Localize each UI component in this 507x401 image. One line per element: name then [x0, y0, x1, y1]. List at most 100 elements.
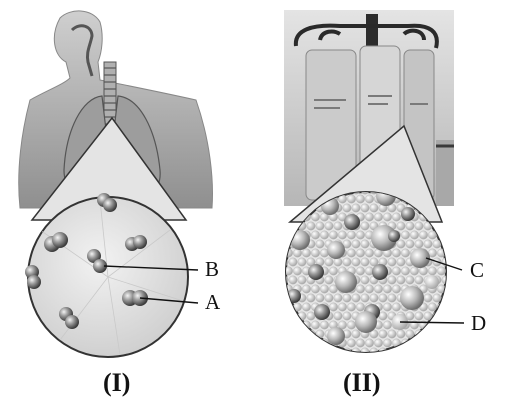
solvent-particle [370, 204, 378, 212]
solvent-particle [415, 240, 423, 248]
solvent-particle [401, 267, 409, 275]
solvent-particle [307, 312, 315, 320]
solute-particle [327, 327, 345, 345]
solvent-particle [356, 195, 364, 203]
solvent-particle [392, 249, 400, 257]
solvent-particle [352, 258, 360, 266]
solvent-particle [293, 339, 301, 347]
solvent-particle [329, 231, 337, 239]
solvent-particle [298, 276, 306, 284]
solvent-particle [361, 294, 369, 302]
solvent-particle [280, 276, 288, 284]
solvent-particle [298, 348, 306, 356]
solvent-particle [428, 339, 436, 347]
solvent-particle [442, 330, 450, 338]
solvent-particle [356, 231, 364, 239]
solvent-particle [374, 213, 382, 221]
solvent-particle [284, 303, 292, 311]
solute-particle [355, 311, 377, 333]
solvent-particle [388, 294, 396, 302]
solvent-particle [325, 276, 333, 284]
solute-particle [400, 286, 424, 310]
solvent-particle [343, 258, 351, 266]
solvent-particle [293, 249, 301, 257]
solvent-particle [316, 222, 324, 230]
solvent-particle [401, 249, 409, 257]
solvent-particle [397, 330, 405, 338]
solvent-particle [365, 195, 373, 203]
molecule [52, 232, 68, 248]
solvent-particle [356, 303, 364, 311]
solvent-particle [320, 231, 328, 239]
solvent-particle [361, 204, 369, 212]
solvent-particle [316, 330, 324, 338]
solvent-particle [298, 258, 306, 266]
solvent-particle [280, 222, 288, 230]
solvent-particle [442, 222, 450, 230]
solvent-particle [284, 339, 292, 347]
solvent-particle [352, 240, 360, 248]
solvent-particle [424, 348, 432, 356]
solvent-particle [347, 195, 355, 203]
solvent-particle [410, 267, 418, 275]
solvent-particle [392, 267, 400, 275]
solvent-particle [289, 312, 297, 320]
solvent-particle [433, 330, 441, 338]
solvent-particle [365, 285, 373, 293]
solvent-particle [316, 294, 324, 302]
solvent-particle [437, 267, 445, 275]
solvent-particle [397, 222, 405, 230]
solvent-particle [284, 321, 292, 329]
solvent-particle [334, 312, 342, 320]
callout-label-c: C [470, 260, 484, 281]
callout-label-d: D [471, 313, 486, 334]
solvent-particle [320, 321, 328, 329]
solvent-particle [338, 303, 346, 311]
solvent-particle [406, 276, 414, 284]
solvent-particle [316, 240, 324, 248]
solvent-particle [365, 249, 373, 257]
solvent-particle [334, 222, 342, 230]
solvent-particle [347, 321, 355, 329]
solvent-particle [419, 339, 427, 347]
solvent-particle [428, 267, 436, 275]
solvent-particle [356, 339, 364, 347]
solvent-particle [307, 294, 315, 302]
solvent-particle [361, 222, 369, 230]
callout-label-b: B [205, 259, 219, 280]
solvent-particle [343, 204, 351, 212]
solvent-particle [325, 294, 333, 302]
solvent-particle [302, 339, 310, 347]
solvent-particle [325, 348, 333, 356]
solvent-particle [298, 330, 306, 338]
solvent-particle [397, 276, 405, 284]
solvent-particle [343, 294, 351, 302]
solute-particle [425, 275, 439, 289]
solvent-particle [383, 303, 391, 311]
solvent-particle [289, 276, 297, 284]
solvent-particle [424, 330, 432, 338]
solute-particle [308, 264, 324, 280]
solvent-particle [334, 348, 342, 356]
solvent-particle [379, 312, 387, 320]
leader-line-d [400, 322, 464, 323]
solvent-particle [428, 303, 436, 311]
solvent-particle [329, 267, 337, 275]
solvent-particle [433, 348, 441, 356]
solvent-particle [289, 330, 297, 338]
solvent-particle [280, 240, 288, 248]
solvent-particle [433, 294, 441, 302]
solvent-particle [433, 312, 441, 320]
solvent-particle [442, 348, 450, 356]
solvent-particle [302, 285, 310, 293]
solvent-particle [352, 330, 360, 338]
solvent-particle [424, 240, 432, 248]
solvent-particle [311, 249, 319, 257]
solvent-particle [379, 348, 387, 356]
solvent-particle [442, 240, 450, 248]
solvent-particle [361, 276, 369, 284]
solvent-particle [419, 267, 427, 275]
solvent-particle [280, 294, 288, 302]
solvent-particle [406, 240, 414, 248]
solvent-particle [284, 231, 292, 239]
